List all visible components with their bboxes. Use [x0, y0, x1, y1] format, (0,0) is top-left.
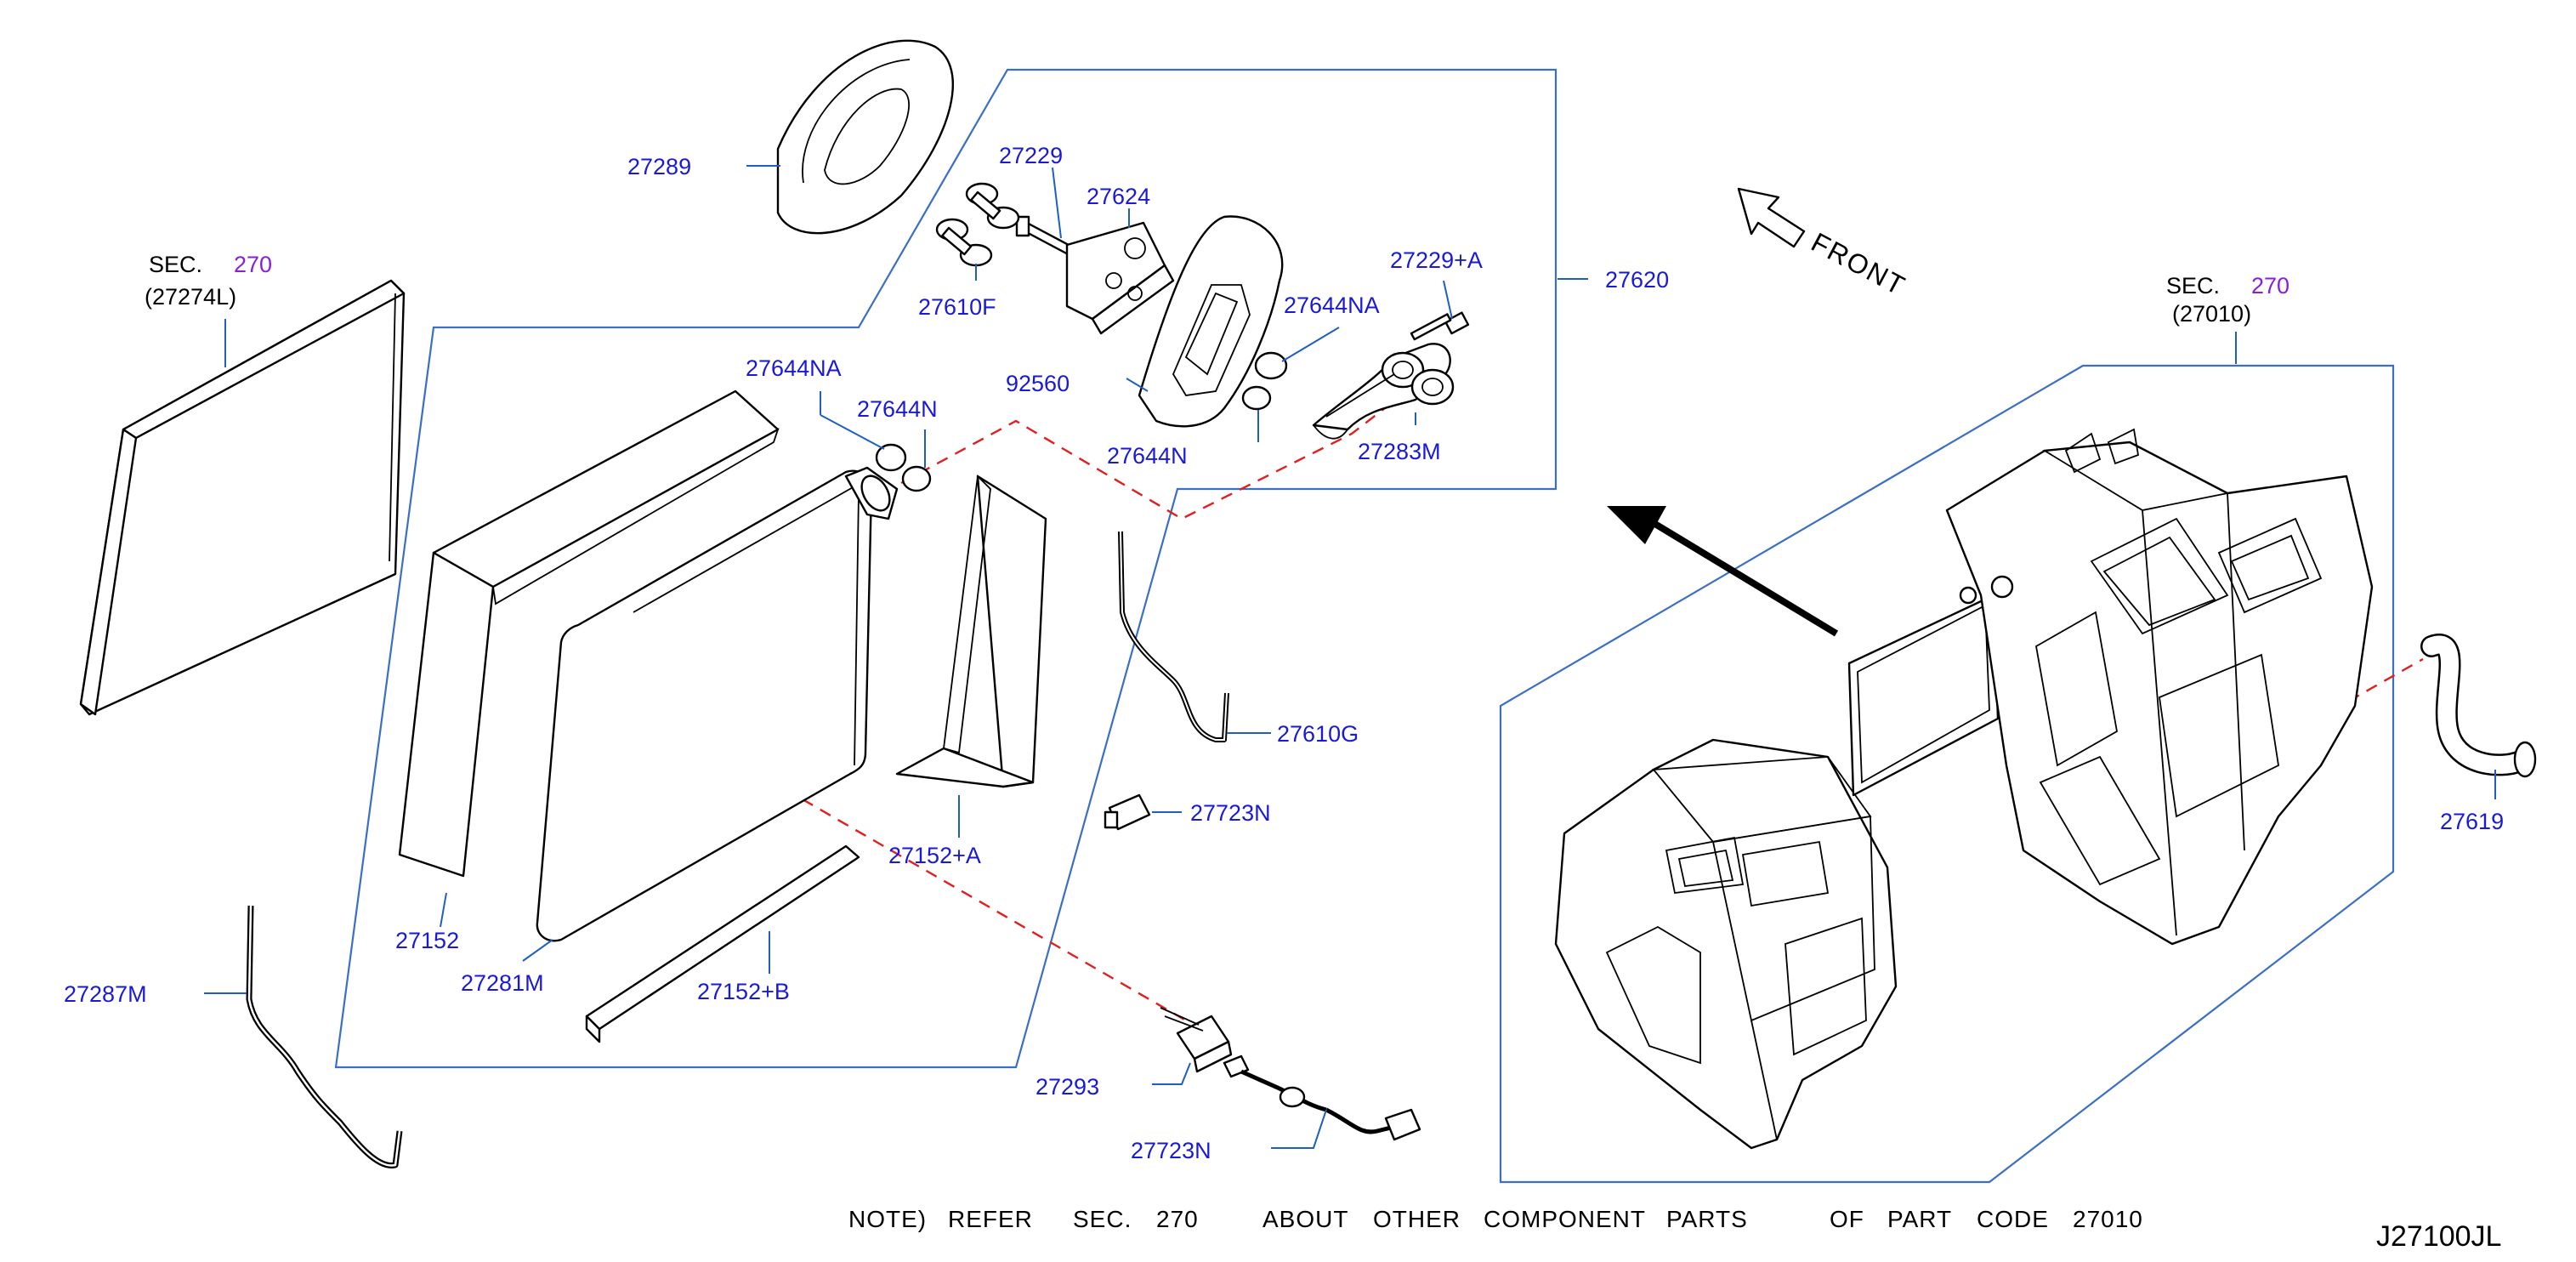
- label-27610F: 27610F: [918, 294, 996, 320]
- evaporator-assembly-frame: [334, 68, 1558, 1069]
- evaporator-core: [536, 466, 899, 942]
- front-direction-arrow-icon: [1737, 187, 1806, 248]
- cabin-air-filter: [79, 279, 406, 716]
- evaporator-side-seal: [895, 475, 1047, 788]
- note-word: REFER: [948, 1206, 1033, 1232]
- harness-clip: [1104, 793, 1151, 831]
- pipe-flange-joint: [1312, 343, 1455, 440]
- sec-ref-left-number[interactable]: 270: [234, 252, 272, 277]
- sec-ref-right-code: (27010): [2172, 301, 2251, 327]
- note-section-link[interactable]: 270: [1156, 1206, 1199, 1232]
- label-27644N-left: 27644N: [857, 396, 938, 422]
- drain-hose: [246, 905, 403, 1168]
- sec-ref-right-prefix: SEC.: [2166, 273, 2220, 298]
- note-word: ABOUT: [1262, 1206, 1348, 1232]
- section-ref-left: SEC. 270 (27274L): [145, 252, 272, 310]
- label-27644NA-top: 27644NA: [1284, 293, 1380, 318]
- o-ring: [901, 465, 932, 492]
- label-27644NA-left: 27644NA: [746, 355, 842, 381]
- note-word: CODE: [1977, 1206, 2049, 1232]
- heater-unit-frame: [1499, 364, 2395, 1184]
- sec-ref-right-number[interactable]: 270: [2251, 273, 2289, 298]
- note-word: 27010: [2073, 1206, 2143, 1232]
- diagram-code: J27100JL: [2376, 1220, 2501, 1253]
- note-word: PARTS: [1666, 1206, 1748, 1232]
- label-27229: 27229: [999, 143, 1063, 168]
- valve-insulator: [1138, 215, 1284, 428]
- label-27293: 27293: [1036, 1074, 1099, 1100]
- evaporator-case-cover: [398, 389, 780, 878]
- label-27610G: 27610G: [1277, 721, 1359, 747]
- o-ring: [875, 443, 907, 472]
- sensor-harness: [1223, 1055, 1421, 1141]
- label-27723N-bottom: 27723N: [1131, 1138, 1211, 1163]
- o-ring: [1254, 351, 1288, 380]
- label-27152: 27152: [395, 928, 459, 953]
- note-word: PART: [1887, 1206, 1952, 1232]
- label-27624: 27624: [1087, 184, 1150, 209]
- drain-hose-inner: [247, 905, 401, 1167]
- bolt-and-grommet-set: [935, 182, 1081, 267]
- label-27287M: 27287M: [64, 981, 147, 1007]
- label-27620: 27620: [1605, 267, 1669, 293]
- evaporator-pipe-stub: [844, 466, 899, 520]
- label-27619: 27619: [2440, 809, 2504, 834]
- note-word: OF: [1830, 1206, 1864, 1232]
- evaporator-bottom-strip: [585, 844, 860, 1043]
- heater-drain-hose: [2420, 634, 2537, 778]
- thermistor-sensor: [1160, 1007, 1233, 1073]
- note-word: COMPONENT: [1484, 1206, 1646, 1232]
- note-word: NOTE): [848, 1206, 927, 1232]
- note-word: OTHER: [1373, 1206, 1461, 1232]
- front-label: FRONT: [1807, 226, 1911, 301]
- footer-note: NOTE) REFER SEC. 270 ABOUT OTHER COMPONE…: [848, 1206, 2143, 1232]
- pipe-bolt: [1410, 311, 1470, 341]
- label-27723N-top: 27723N: [1190, 800, 1271, 826]
- label-92560: 92560: [1006, 371, 1070, 396]
- label-27152B: 27152+B: [697, 979, 790, 1004]
- label-27289: 27289: [627, 154, 691, 179]
- expansion-valve: [1065, 221, 1175, 335]
- note-word: SEC.: [1073, 1206, 1132, 1232]
- sec-ref-left-code: (27274L): [145, 284, 236, 310]
- label-27644N-top: 27644N: [1107, 443, 1188, 469]
- label-27229A: 27229+A: [1390, 247, 1483, 273]
- label-27281M: 27281M: [461, 970, 544, 996]
- o-ring: [1241, 385, 1272, 411]
- foam-seal-ring: [776, 39, 954, 235]
- leader-lines: [204, 165, 2496, 1149]
- sec-ref-left-prefix: SEC.: [149, 252, 202, 277]
- airflow-arrow-icon: [1607, 506, 1839, 637]
- heater-and-blower-unit: [1554, 428, 2374, 1150]
- drain-tube-inner: [1120, 531, 1228, 741]
- label-27152A: 27152+A: [888, 843, 981, 868]
- section-ref-right: SEC. 270 (27010): [2166, 273, 2289, 327]
- label-27283M: 27283M: [1358, 439, 1441, 464]
